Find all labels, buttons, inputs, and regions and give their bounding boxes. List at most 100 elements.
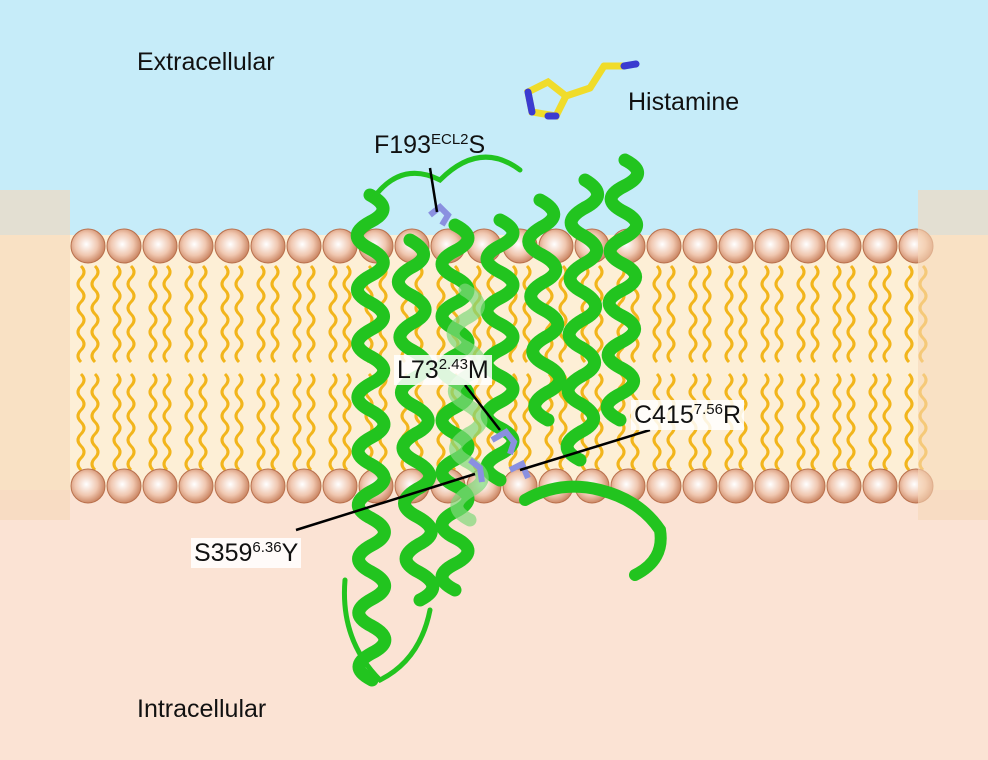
lipid-tail: [234, 264, 244, 364]
lipid-tail: [328, 372, 338, 472]
lipid-tail: [342, 372, 352, 472]
lipid-head: [106, 468, 142, 504]
mutation-label-f193: F193ECL2S: [374, 131, 486, 159]
blurred-edge-left: [0, 190, 70, 520]
lipid-head: [718, 468, 754, 504]
leader-lines: [295, 167, 651, 532]
lipid-tail: [126, 264, 136, 364]
lipid-tail: [148, 264, 158, 364]
lipid-tails: [76, 264, 928, 472]
lipid-head: [862, 228, 898, 264]
lipid-head: [754, 228, 790, 264]
lipid-tail: [652, 264, 662, 364]
lipid-tail: [342, 264, 352, 364]
lipid-tail: [904, 264, 914, 364]
lipid-tail: [220, 264, 230, 364]
lipid-tail: [234, 372, 244, 472]
lipid-tail: [162, 264, 172, 364]
lipid-tail: [76, 372, 86, 472]
lipid-head: [178, 228, 214, 264]
lipid-tail: [112, 372, 122, 472]
transmembrane-helix: [350, 188, 392, 687]
extracellular-loop: [369, 154, 523, 203]
lipid-tail: [148, 372, 158, 472]
lipid-tail: [256, 372, 266, 472]
lipid-tail: [306, 372, 316, 472]
lipid-tail: [270, 372, 280, 472]
lipid-tail: [414, 372, 424, 472]
lipid-head: [826, 468, 862, 504]
lipid-tail: [184, 372, 194, 472]
lipid-head: [70, 468, 106, 504]
lipid-head: [790, 228, 826, 264]
helix-8: [519, 480, 667, 581]
lipid-head: [682, 468, 718, 504]
lipid-head: [106, 228, 142, 264]
lipid-tail: [666, 264, 676, 364]
lipid-tail: [810, 372, 820, 472]
lipid-tail: [810, 264, 820, 364]
histamine-molecule: [524, 60, 640, 120]
lipid-tail: [306, 264, 316, 364]
extracellular-region: [0, 0, 988, 235]
lipid-head: [250, 228, 286, 264]
mutation-label-c415: C4157.56R: [631, 400, 745, 430]
lipid-tail: [724, 264, 734, 364]
lipid-tail: [832, 264, 842, 364]
lipid-tail: [868, 372, 878, 472]
lipid-head: [286, 228, 322, 264]
lipid-head: [142, 228, 178, 264]
lipid-tail: [256, 264, 266, 364]
transmembrane-helix: [600, 153, 644, 427]
lipid-tail: [198, 372, 208, 472]
lipid-tail: [126, 372, 136, 472]
lipid-tail: [90, 372, 100, 472]
lipid-head: [754, 468, 790, 504]
lipid-tail: [292, 264, 302, 364]
lipid-head: [646, 468, 682, 504]
lipid-tail: [328, 264, 338, 364]
lipid-tail: [220, 372, 230, 472]
lipid-tail: [904, 372, 914, 472]
intracellular-loop: [341, 577, 433, 684]
lipid-tail: [760, 264, 770, 364]
lipid-tail: [796, 372, 806, 472]
lipid-tail: [738, 264, 748, 364]
transmembrane-helix: [560, 173, 604, 467]
transmembrane-helix: [446, 283, 489, 527]
lipid-tail: [774, 372, 784, 472]
intracellular-label: Intracellular: [137, 695, 267, 723]
lipid-tail: [292, 372, 302, 472]
lipid-tail: [882, 264, 892, 364]
lipid-tail: [832, 372, 842, 472]
lipid-head: [322, 468, 358, 504]
lipid-head: [142, 468, 178, 504]
lipid-tail: [270, 264, 280, 364]
lipid-head: [862, 468, 898, 504]
lipid-head: [790, 468, 826, 504]
lipid-tail: [846, 372, 856, 472]
histamine-label: Histamine: [628, 88, 740, 116]
lipid-tail: [198, 264, 208, 364]
lipid-head: [826, 228, 862, 264]
lipid-tail: [522, 372, 532, 472]
blurred-edge-right: [918, 190, 988, 520]
lipid-head: [682, 228, 718, 264]
lipid-head: [718, 228, 754, 264]
lipid-head: [250, 468, 286, 504]
transmembrane-helix: [522, 193, 567, 427]
lipid-tail: [882, 372, 892, 472]
lipid-head: [214, 468, 250, 504]
lipid-tail: [162, 372, 172, 472]
mutation-label-l73: L732.43M: [394, 355, 492, 385]
extracellular-label: Extracellular: [137, 48, 275, 76]
lipid-tail: [846, 264, 856, 364]
lipid-tail: [688, 264, 698, 364]
lipid-head: [70, 228, 106, 264]
lipid-tail: [868, 264, 878, 364]
lipid-tail: [760, 372, 770, 472]
lipid-head: [286, 468, 322, 504]
lipid-tail: [558, 264, 568, 364]
